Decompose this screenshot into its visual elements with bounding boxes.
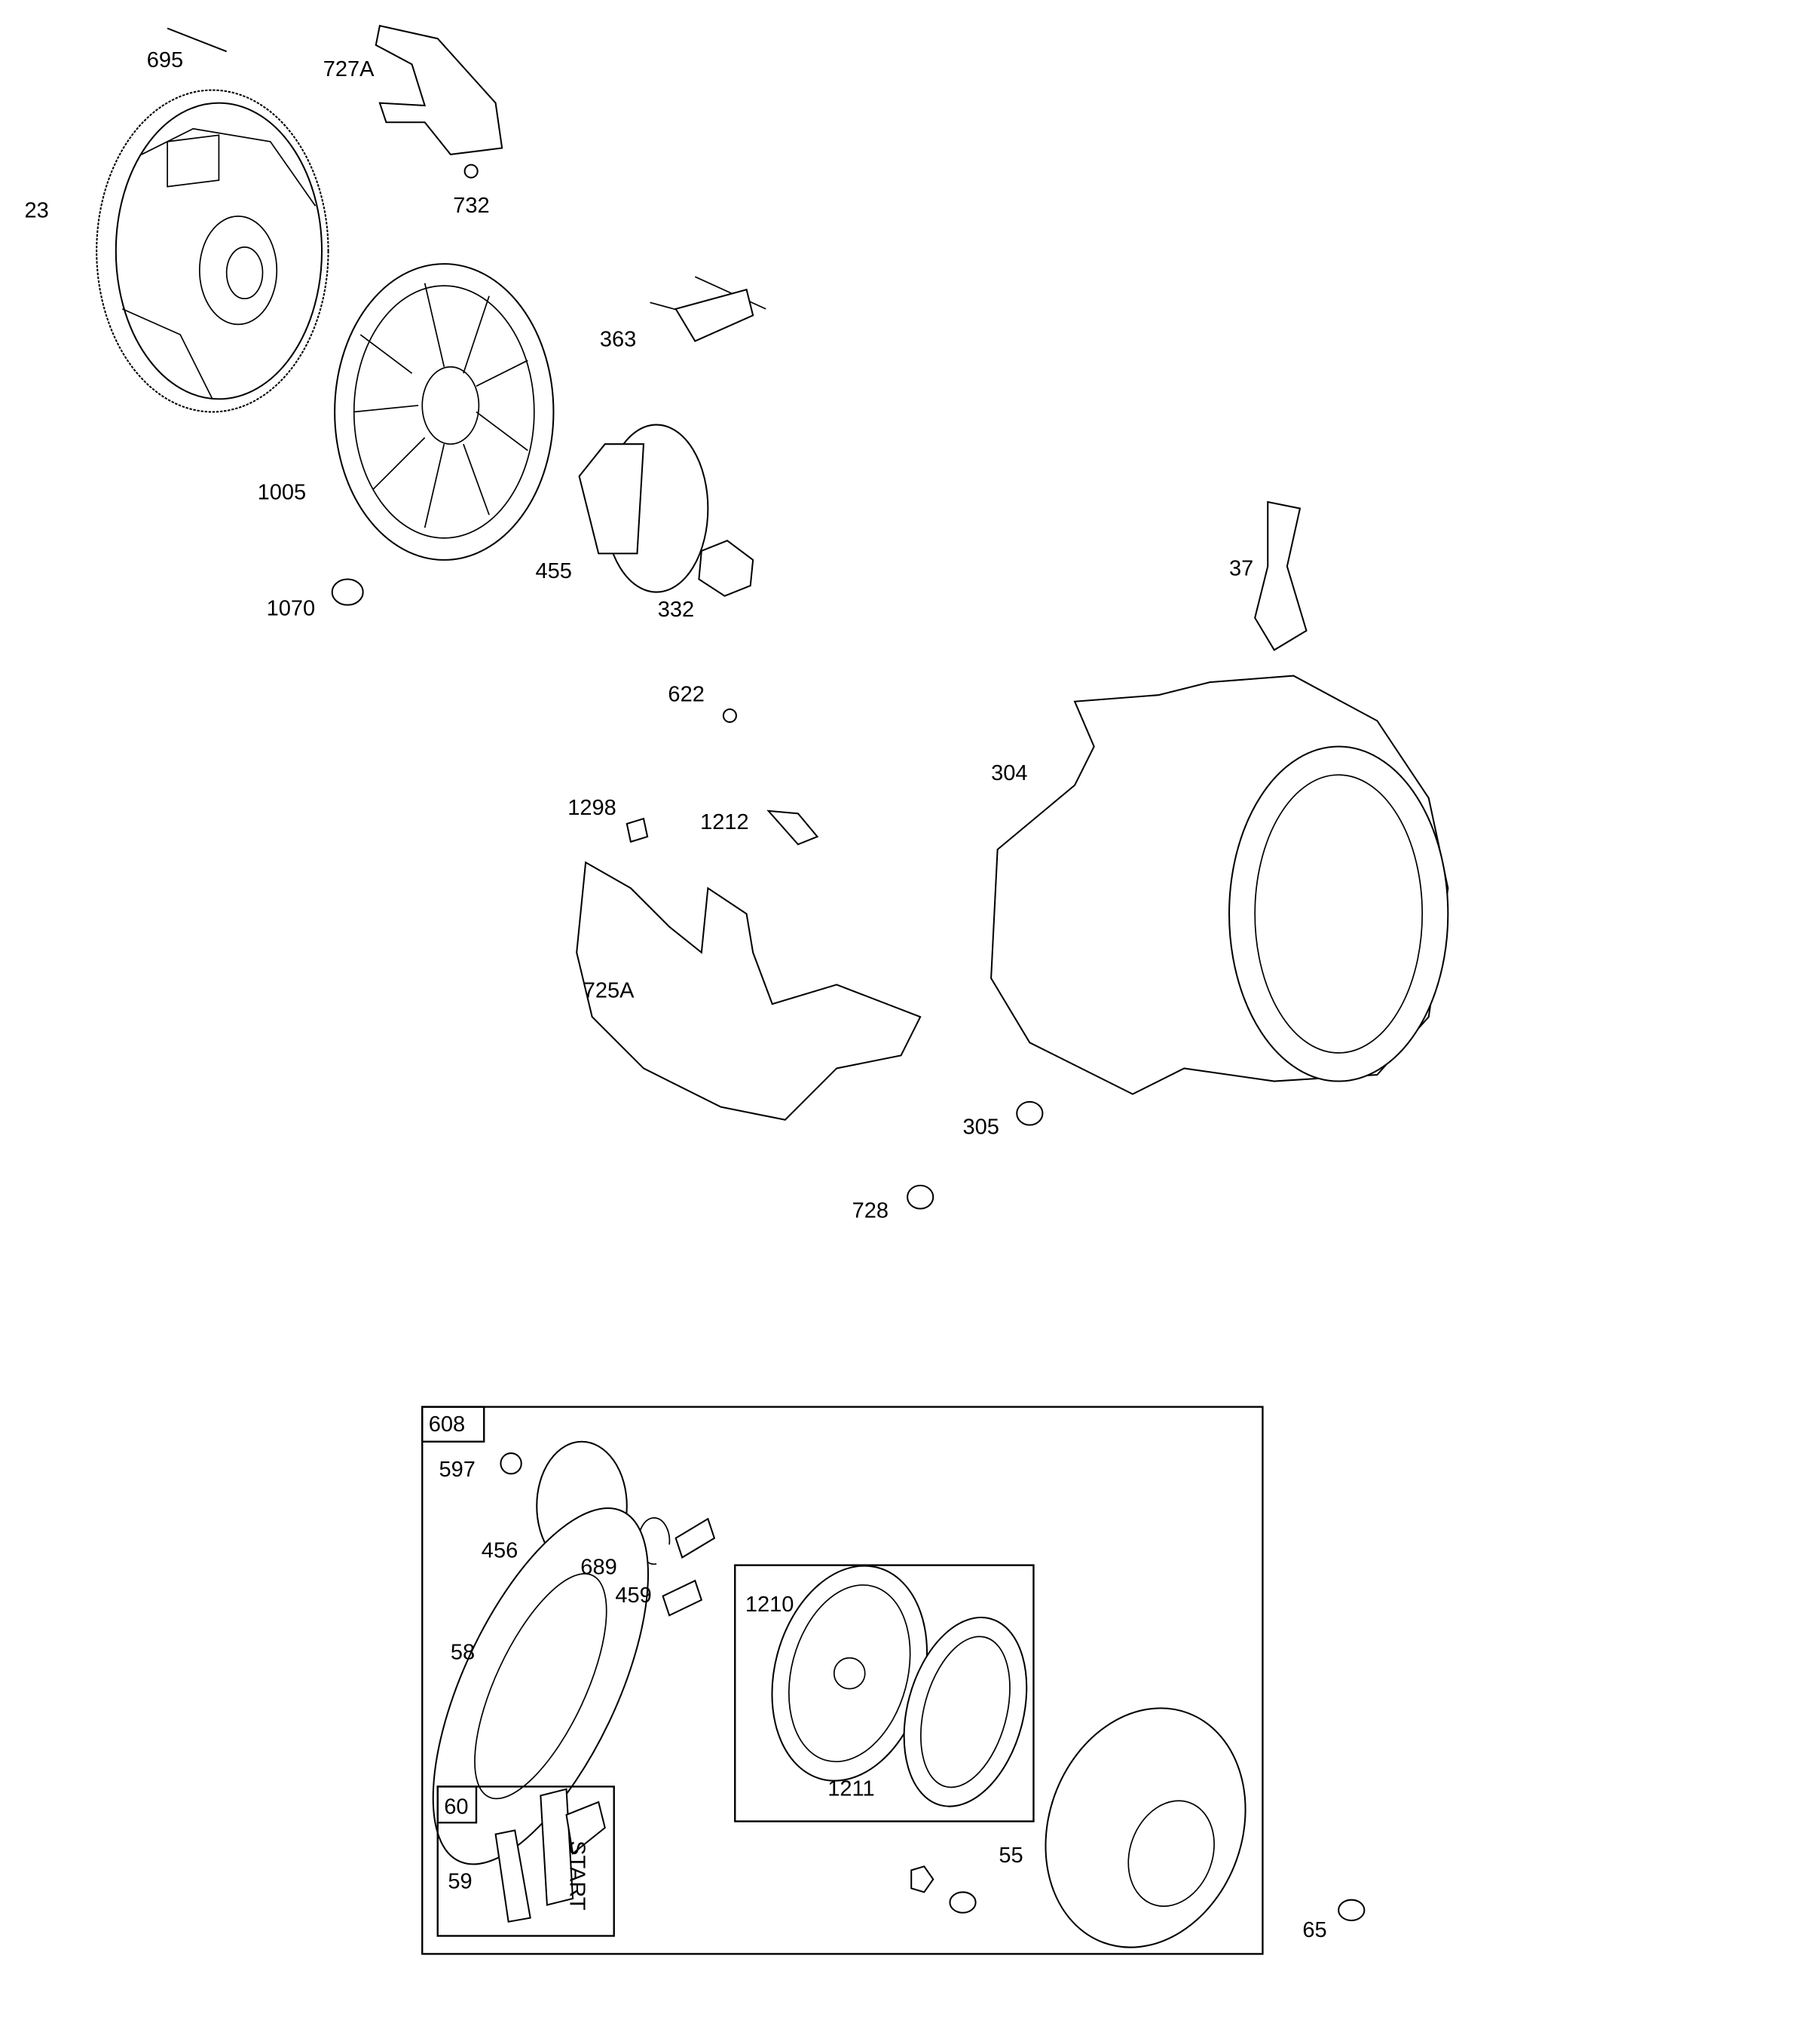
label-597: 597 bbox=[439, 1458, 475, 1482]
part-60-handle[interactable]: START bbox=[540, 1788, 606, 1911]
part-459-pawl[interactable] bbox=[662, 1517, 716, 1617]
part-727A-shield[interactable] bbox=[375, 24, 503, 156]
label-1212: 1212 bbox=[700, 810, 749, 834]
label-59: 59 bbox=[448, 1869, 472, 1893]
part-37-plate[interactable] bbox=[1254, 500, 1308, 651]
part-304-blower-housing[interactable] bbox=[990, 675, 1449, 1095]
part-363-puller[interactable] bbox=[650, 276, 766, 342]
part-732-screw[interactable] bbox=[463, 164, 479, 179]
label-363: 363 bbox=[600, 327, 636, 351]
part-1298-nut[interactable] bbox=[626, 817, 649, 843]
part-59-insert[interactable] bbox=[494, 1829, 531, 1923]
part-1070-bolt[interactable] bbox=[331, 578, 364, 606]
part-455-starter-cup[interactable] bbox=[578, 424, 709, 593]
label-1298: 1298 bbox=[567, 796, 616, 820]
starter-bolt[interactable] bbox=[949, 1891, 977, 1914]
label-727A: 727A bbox=[323, 57, 375, 81]
part-695-screw[interactable] bbox=[167, 27, 228, 53]
part-728-bolt[interactable] bbox=[907, 1184, 934, 1210]
label-1210: 1210 bbox=[745, 1593, 794, 1617]
part-622-washer[interactable] bbox=[722, 708, 737, 724]
label-1005: 1005 bbox=[258, 481, 307, 505]
label-622: 622 bbox=[668, 683, 704, 707]
label-456: 456 bbox=[482, 1538, 518, 1562]
starter-nut[interactable] bbox=[910, 1865, 934, 1893]
label-728: 728 bbox=[852, 1199, 889, 1223]
label-1070: 1070 bbox=[267, 596, 316, 620]
label-58: 58 bbox=[451, 1640, 475, 1664]
part-58-rope[interactable] bbox=[389, 1479, 692, 1894]
part-65-bolt[interactable] bbox=[1338, 1899, 1366, 1922]
part-725A-shield[interactable] bbox=[576, 861, 922, 1121]
part-1005-fan[interactable] bbox=[334, 263, 555, 561]
label-725A: 725A bbox=[583, 979, 635, 1003]
label-695: 695 bbox=[147, 48, 183, 72]
handle-start-text: START bbox=[565, 1841, 589, 1911]
label-55: 55 bbox=[999, 1844, 1023, 1868]
label-332: 332 bbox=[658, 598, 694, 622]
label-689: 689 bbox=[580, 1556, 616, 1580]
part-labels: 695 727A 732 23 363 1005 455 332 1070 37… bbox=[25, 48, 1327, 1942]
part-305-bolt[interactable] bbox=[1016, 1100, 1044, 1126]
label-608: 608 bbox=[429, 1412, 465, 1437]
label-37: 37 bbox=[1229, 556, 1253, 580]
label-459: 459 bbox=[615, 1584, 651, 1608]
label-65: 65 bbox=[1302, 1918, 1326, 1942]
part-23-flywheel[interactable] bbox=[96, 89, 329, 413]
label-732: 732 bbox=[453, 194, 489, 218]
label-455: 455 bbox=[536, 559, 572, 583]
label-23: 23 bbox=[25, 199, 49, 223]
label-305: 305 bbox=[963, 1115, 999, 1140]
part-1211-spring[interactable] bbox=[885, 1604, 1047, 1820]
part-332-nut[interactable] bbox=[698, 540, 754, 597]
label-60: 60 bbox=[444, 1795, 468, 1819]
label-304: 304 bbox=[991, 761, 1027, 785]
part-55-starter-cover[interactable] bbox=[1013, 1680, 1278, 1976]
assembly-608-box bbox=[421, 1406, 1264, 1955]
part-1212-stud[interactable] bbox=[766, 809, 819, 846]
label-1211: 1211 bbox=[827, 1776, 874, 1801]
part-597-screw[interactable] bbox=[500, 1452, 522, 1475]
